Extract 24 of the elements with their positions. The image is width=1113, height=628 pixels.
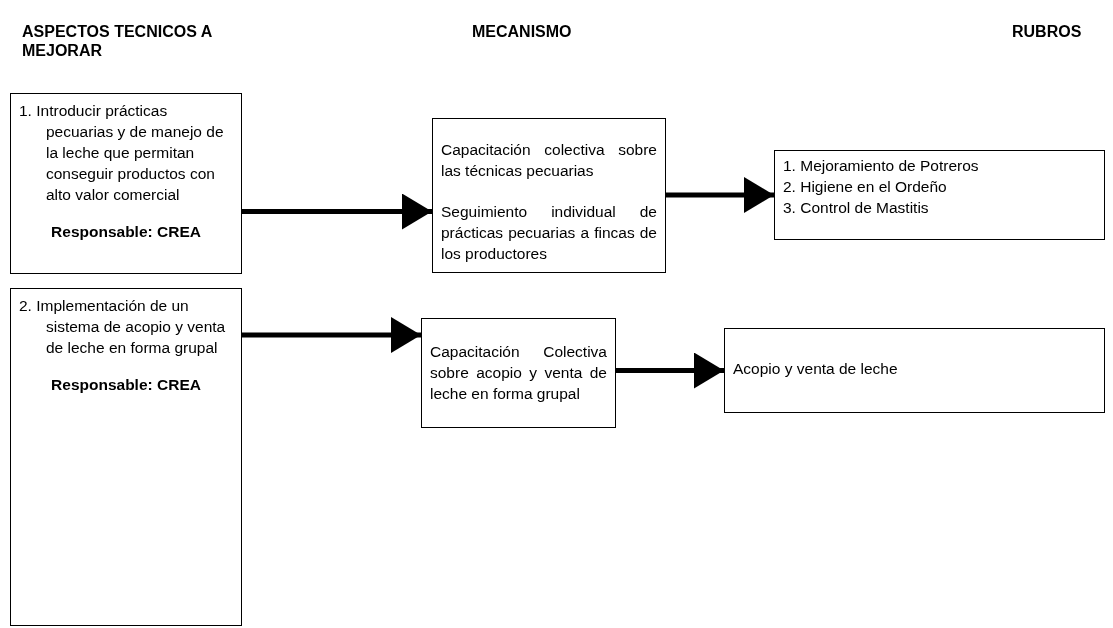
responsible-text: Responsable: CREA bbox=[50, 375, 202, 395]
list-item: 3. Control de Mastitis bbox=[783, 198, 930, 218]
arrow bbox=[242, 193, 432, 230]
text-box bbox=[421, 318, 616, 428]
column-heading: MECANISMO bbox=[472, 22, 573, 41]
text-box bbox=[724, 328, 1105, 413]
arrow bbox=[616, 352, 724, 389]
list-item: 2. Implementación de un sistema de acopio y venta de leche en forma grupal bbox=[19, 296, 227, 358]
text-paragraph: Capacitación colectiva sobre las técnicas pecuarias bbox=[441, 140, 657, 181]
text-box bbox=[432, 118, 666, 273]
column-heading: ASPECTOS TECNICOS A MEJORAR bbox=[22, 22, 212, 60]
text-box bbox=[774, 150, 1105, 240]
text-box bbox=[10, 288, 242, 626]
list-item: 1. Introducir prácticas pecuarias y de manejo de la leche que permitan conseguir productos con alto valor comercial bbox=[19, 101, 225, 205]
text-paragraph: Seguimiento individual de prácticas pecuarias a fincas de los productores bbox=[441, 202, 657, 264]
text-paragraph: Capacitación Colectiva sobre acopio y venta de leche en forma grupal bbox=[430, 342, 607, 404]
list-item: 1. Mejoramiento de Potreros bbox=[783, 156, 980, 176]
text-box bbox=[10, 93, 242, 274]
responsible-text: Responsable: CREA bbox=[50, 222, 202, 242]
column-heading: RUBROS bbox=[1012, 22, 1083, 41]
arrow bbox=[666, 177, 774, 213]
text-paragraph: Acopio y venta de leche bbox=[733, 359, 899, 379]
list-item: 2. Higiene en el Ordeño bbox=[783, 177, 948, 197]
arrow bbox=[242, 317, 421, 353]
